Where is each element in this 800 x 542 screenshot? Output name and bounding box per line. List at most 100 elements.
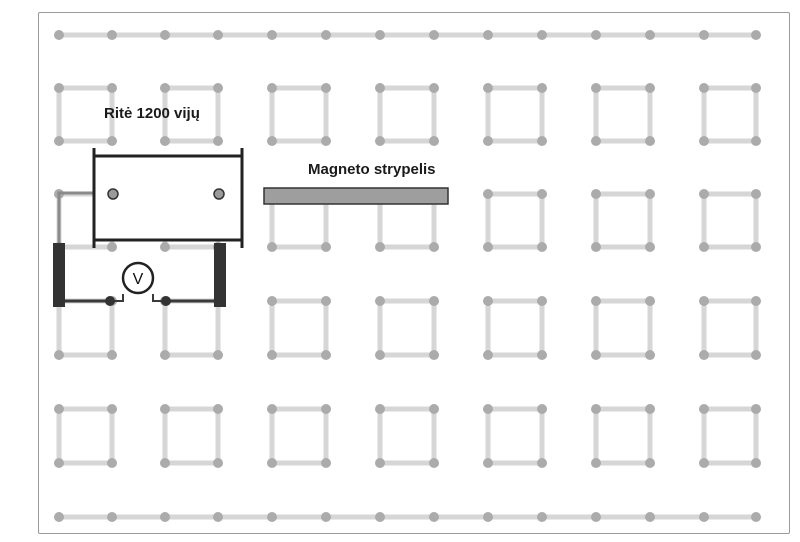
- grid-node[interactable]: [483, 189, 493, 199]
- grid-node[interactable]: [375, 30, 385, 40]
- grid-node[interactable]: [267, 30, 277, 40]
- grid-node[interactable]: [375, 136, 385, 146]
- grid-node[interactable]: [54, 30, 64, 40]
- grid-node[interactable]: [537, 458, 547, 468]
- grid-node[interactable]: [699, 30, 709, 40]
- coil[interactable]: [92, 148, 244, 248]
- grid-node[interactable]: [160, 404, 170, 414]
- grid-node[interactable]: [107, 83, 117, 93]
- grid-node[interactable]: [267, 242, 277, 252]
- grid-node[interactable]: [751, 83, 761, 93]
- grid-node[interactable]: [751, 296, 761, 306]
- grid-node[interactable]: [483, 458, 493, 468]
- grid-node[interactable]: [375, 296, 385, 306]
- grid-node[interactable]: [645, 83, 655, 93]
- grid-node[interactable]: [591, 296, 601, 306]
- grid-node[interactable]: [591, 30, 601, 40]
- grid-node[interactable]: [699, 189, 709, 199]
- grid-node[interactable]: [591, 350, 601, 360]
- grid-node[interactable]: [267, 404, 277, 414]
- grid-node[interactable]: [645, 512, 655, 522]
- grid-node[interactable]: [751, 136, 761, 146]
- grid-node[interactable]: [160, 83, 170, 93]
- grid-node[interactable]: [54, 458, 64, 468]
- grid-node[interactable]: [645, 189, 655, 199]
- grid-node[interactable]: [429, 136, 439, 146]
- grid-node[interactable]: [321, 296, 331, 306]
- grid-node[interactable]: [160, 242, 170, 252]
- grid-node[interactable]: [591, 404, 601, 414]
- grid-node[interactable]: [213, 512, 223, 522]
- grid-node[interactable]: [699, 242, 709, 252]
- grid-node[interactable]: [699, 458, 709, 468]
- grid-node[interactable]: [537, 83, 547, 93]
- grid-node[interactable]: [54, 83, 64, 93]
- grid-node[interactable]: [267, 512, 277, 522]
- grid-node[interactable]: [213, 458, 223, 468]
- grid-node[interactable]: [375, 458, 385, 468]
- grid-node[interactable]: [537, 30, 547, 40]
- grid-node[interactable]: [54, 350, 64, 360]
- grid-node[interactable]: [483, 296, 493, 306]
- grid-node[interactable]: [699, 83, 709, 93]
- grid-node[interactable]: [429, 296, 439, 306]
- grid-node[interactable]: [321, 350, 331, 360]
- grid-node[interactable]: [321, 404, 331, 414]
- grid-node[interactable]: [537, 242, 547, 252]
- grid-node[interactable]: [107, 136, 117, 146]
- grid-node[interactable]: [321, 242, 331, 252]
- grid-node[interactable]: [375, 512, 385, 522]
- grid-node[interactable]: [429, 83, 439, 93]
- grid-node[interactable]: [213, 136, 223, 146]
- grid-node[interactable]: [321, 458, 331, 468]
- grid-node[interactable]: [107, 242, 117, 252]
- grid-node[interactable]: [375, 83, 385, 93]
- grid-node[interactable]: [267, 83, 277, 93]
- grid-node[interactable]: [429, 512, 439, 522]
- coil-terminal-left[interactable]: [107, 188, 119, 200]
- grid-node[interactable]: [645, 404, 655, 414]
- grid-node[interactable]: [213, 30, 223, 40]
- magnet-bar[interactable]: [263, 187, 449, 205]
- grid-node[interactable]: [591, 512, 601, 522]
- grid-node[interactable]: [483, 30, 493, 40]
- grid-node[interactable]: [645, 242, 655, 252]
- grid-node[interactable]: [537, 350, 547, 360]
- grid-node[interactable]: [591, 83, 601, 93]
- grid-node[interactable]: [537, 136, 547, 146]
- grid-node[interactable]: [483, 136, 493, 146]
- grid-node[interactable]: [591, 242, 601, 252]
- grid-node[interactable]: [429, 404, 439, 414]
- coil-terminal-right[interactable]: [213, 188, 225, 200]
- grid-node[interactable]: [160, 350, 170, 360]
- grid-node[interactable]: [429, 242, 439, 252]
- grid-node[interactable]: [54, 404, 64, 414]
- grid-node[interactable]: [107, 512, 117, 522]
- grid-node[interactable]: [537, 296, 547, 306]
- grid-node[interactable]: [160, 512, 170, 522]
- grid-node[interactable]: [375, 242, 385, 252]
- grid-node[interactable]: [213, 83, 223, 93]
- grid-node[interactable]: [483, 242, 493, 252]
- grid-node[interactable]: [699, 404, 709, 414]
- grid-node[interactable]: [107, 350, 117, 360]
- grid-node[interactable]: [699, 512, 709, 522]
- grid-node[interactable]: [645, 136, 655, 146]
- grid-node[interactable]: [751, 30, 761, 40]
- grid-node[interactable]: [267, 350, 277, 360]
- grid-node[interactable]: [751, 458, 761, 468]
- grid-node[interactable]: [591, 189, 601, 199]
- grid-node[interactable]: [54, 512, 64, 522]
- grid-node[interactable]: [699, 296, 709, 306]
- grid-node[interactable]: [537, 512, 547, 522]
- grid-node[interactable]: [267, 296, 277, 306]
- grid-node[interactable]: [429, 458, 439, 468]
- voltmeter[interactable]: V: [121, 261, 155, 295]
- grid-node[interactable]: [751, 404, 761, 414]
- grid-node[interactable]: [483, 83, 493, 93]
- grid-node[interactable]: [429, 30, 439, 40]
- grid-node[interactable]: [483, 404, 493, 414]
- grid-node[interactable]: [107, 404, 117, 414]
- grid-node[interactable]: [213, 350, 223, 360]
- grid-node[interactable]: [160, 136, 170, 146]
